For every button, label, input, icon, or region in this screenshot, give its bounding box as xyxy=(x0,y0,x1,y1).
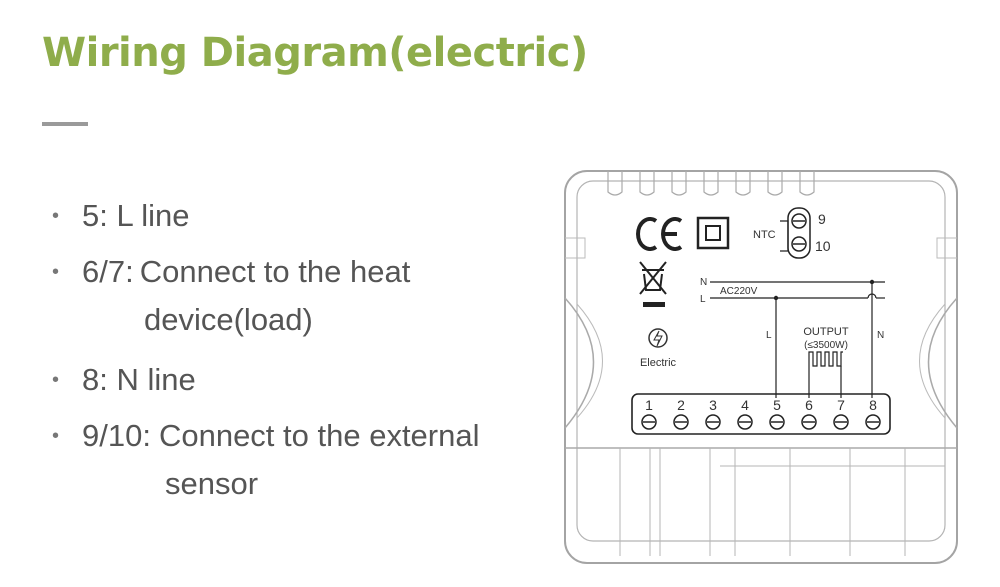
ntc-terminal-block xyxy=(787,207,811,259)
top-rib xyxy=(671,171,687,196)
terminal-label-7: 7 xyxy=(837,397,845,413)
top-rib xyxy=(639,171,655,196)
top-ribs xyxy=(607,171,815,196)
spec-text: L line xyxy=(116,198,190,233)
top-rib xyxy=(703,171,719,196)
spec-item-l-line: • 5: L line xyxy=(52,192,552,240)
bottom-ribs xyxy=(619,448,945,556)
left-mount-arc xyxy=(564,297,595,429)
thermostat-housing-outline xyxy=(564,170,958,564)
spec-item-sensor: • 9/10:Connect to the external sensor xyxy=(52,412,552,516)
ntc-bracket xyxy=(780,220,789,252)
ntc-screw-10 xyxy=(791,236,807,252)
terminal-labels: 1 2 3 4 5 6 7 8 xyxy=(645,397,877,413)
main-terminal-block xyxy=(631,393,891,435)
spec-continuation: device(load) xyxy=(144,302,313,337)
terminal-screw-5 xyxy=(769,414,785,430)
output-label: OUTPUT xyxy=(803,326,849,338)
terminal-label-5: 5 xyxy=(773,397,781,413)
terminal-screw-2 xyxy=(673,414,689,430)
terminal-screw-6 xyxy=(801,414,817,430)
wiring-spec-list: • 5: L line • 6/7:Connect to the heat de… xyxy=(52,192,552,516)
top-rib xyxy=(767,171,783,196)
terminal-label-6: 6 xyxy=(805,397,813,413)
thermostat-inner-outline xyxy=(576,180,946,542)
terminal-screw-8 xyxy=(865,414,881,430)
ntc-terminal-label-10: 10 xyxy=(815,238,831,254)
page-title: Wiring Diagram(electric) xyxy=(42,30,588,76)
bullet-icon: • xyxy=(52,425,60,447)
electric-label: Electric xyxy=(640,357,677,369)
n-drop-label: N xyxy=(877,330,884,341)
bullet-icon: • xyxy=(52,369,60,391)
left-mount-arc-inner xyxy=(576,303,603,419)
ce-mark-icon xyxy=(636,217,683,251)
spec-key: 9/10: xyxy=(82,418,151,453)
terminal-screws xyxy=(641,414,881,430)
top-rib xyxy=(735,171,751,196)
spec-key: 6/7: xyxy=(82,254,134,289)
output-rating: (≤3500W) xyxy=(804,340,848,351)
top-rib xyxy=(799,171,815,196)
ntc-screw-9 xyxy=(791,213,807,229)
top-rib xyxy=(607,171,623,196)
double-insulation-icon xyxy=(696,216,730,250)
right-clip xyxy=(936,237,957,259)
terminal-label-4: 4 xyxy=(741,397,749,413)
spec-item-load: • 6/7:Connect to the heat device(load) xyxy=(52,248,552,352)
terminal-label-3: 3 xyxy=(709,397,717,413)
terminal-screw-3 xyxy=(705,414,721,430)
terminal-screw-7 xyxy=(833,414,849,430)
right-mount-arc-inner xyxy=(919,303,946,419)
heater-element-icon xyxy=(808,351,843,367)
terminal-screw-4 xyxy=(737,414,753,430)
spec-item-n-line: • 8: N line xyxy=(52,356,552,404)
right-mount-arc xyxy=(927,297,958,429)
spec-text: Connect to the heat xyxy=(139,254,411,289)
spec-continuation: sensor xyxy=(165,466,259,501)
supply-voltage-label: AC220V xyxy=(720,286,758,297)
spec-key: 5: xyxy=(82,198,108,233)
lightning-icon xyxy=(648,328,668,348)
bullet-icon: • xyxy=(52,261,60,283)
title-underline xyxy=(42,122,88,126)
spec-key: 8: xyxy=(82,362,108,397)
ntc-terminal-label-9: 9 xyxy=(818,211,826,227)
ntc-label: NTC xyxy=(753,229,776,241)
terminal-label-1: 1 xyxy=(645,397,653,413)
supply-n-label: N xyxy=(700,277,707,288)
spec-text: Connect to the external xyxy=(158,418,480,453)
bullet-icon: • xyxy=(52,205,60,227)
terminal-label-2: 2 xyxy=(677,397,685,413)
spec-text: N line xyxy=(116,362,196,397)
supply-l-label: L xyxy=(700,294,706,305)
l-drop-label: L xyxy=(766,330,772,341)
terminal-screw-1 xyxy=(641,414,657,430)
wiring-diagram: Electric NTC 9 10 N L AC220V L N OUTPUT … xyxy=(564,170,958,564)
weee-bin-icon xyxy=(639,261,667,307)
terminal-label-8: 8 xyxy=(869,397,877,413)
left-clip xyxy=(565,237,586,259)
